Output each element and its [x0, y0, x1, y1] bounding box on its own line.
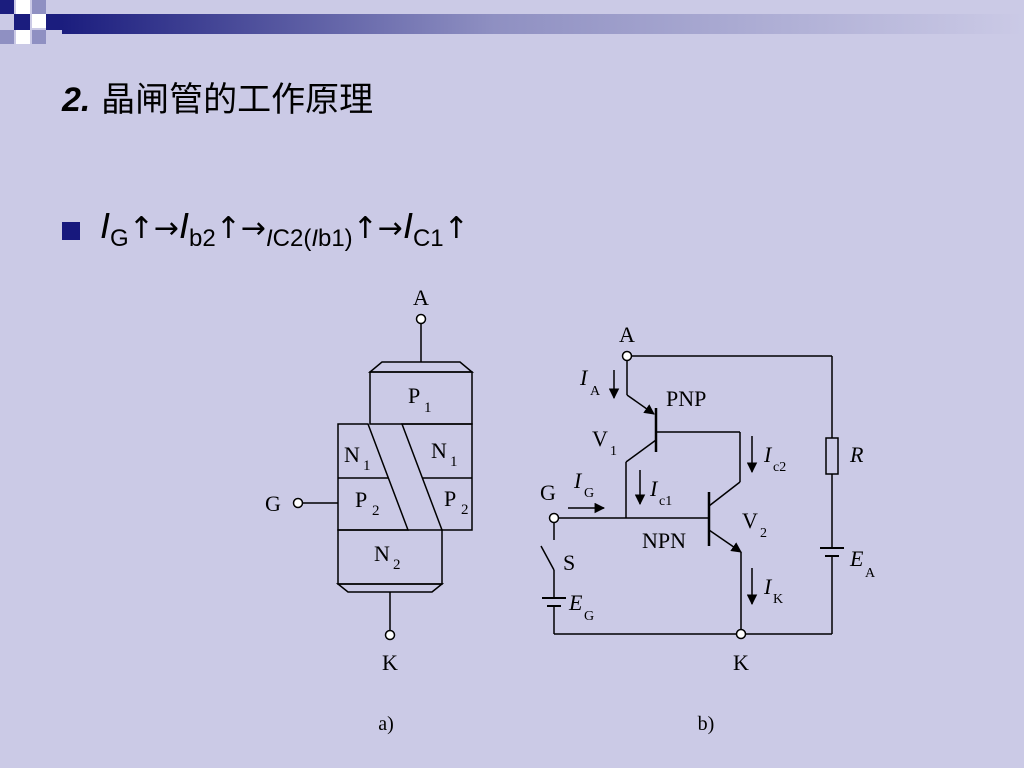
ic2-symbol: I: [265, 225, 273, 252]
cathode-terminal-k: [384, 629, 396, 641]
p1-cap: [367, 361, 475, 373]
diagram-a-structure: [292, 313, 475, 641]
label-ic1: I: [649, 476, 659, 501]
label-k-bottom: K: [382, 650, 398, 675]
ic2-subscript-post: b1): [317, 225, 353, 252]
ig-subscript: G: [110, 225, 129, 252]
ib1-symbol: I: [311, 225, 318, 252]
anode-terminal-a: [415, 313, 427, 325]
label-ig-sub: G: [584, 486, 594, 501]
label-p2-left-sub: 2: [372, 503, 380, 519]
label-s: S: [563, 550, 575, 575]
n2-region: [337, 529, 443, 585]
label-n1-left-sub: 1: [363, 458, 371, 474]
arrow-2: ↑→: [215, 211, 266, 246]
label-v2-sub: 2: [760, 526, 767, 541]
gate-node-g: [548, 512, 560, 524]
bullet-square-icon: [62, 222, 80, 240]
label-ig: I: [573, 468, 583, 493]
label-n1-left: N: [344, 442, 360, 467]
label-ia: I: [579, 365, 589, 390]
title-text: 晶闸管的工作原理: [101, 80, 374, 120]
label-v2: V: [742, 508, 758, 533]
slide-title: 2. 晶闸管的工作原理: [62, 72, 373, 121]
arrow-1: ↑→: [128, 211, 179, 246]
label-eg-sub: G: [584, 609, 594, 624]
label-n2-sub: 2: [393, 557, 401, 573]
anode-node-a: [621, 350, 633, 362]
label-ik: I: [763, 574, 773, 599]
label-ik-sub: K: [773, 592, 783, 607]
label-n2: N: [374, 541, 390, 566]
label-eg: E: [568, 590, 583, 615]
caption-b: b): [698, 713, 715, 735]
diagram-a-labels: A K G P 1 N 1 N 1 P 2 P 2 N 2 a): [265, 285, 469, 735]
label-pnp: PNP: [666, 386, 706, 411]
label-a-top: A: [413, 285, 429, 310]
ic2-subscript-pre: C2(: [272, 225, 312, 252]
trigger-formula: IG↑→Ib2↑→IC2(Ib1)↑→IC1↑: [100, 205, 469, 253]
label-npn: NPN: [642, 528, 686, 553]
cathode-node-k: [735, 628, 747, 640]
v2-collector-diag: [708, 481, 741, 507]
label-p2-right-sub: 2: [461, 502, 469, 518]
arrow-3: ↑→: [352, 211, 403, 246]
diagram-b-circuit: [540, 350, 844, 640]
arrow-4: ↑: [443, 211, 469, 246]
ic1-subscript: C1: [412, 225, 444, 252]
switch-s-blade: [540, 545, 555, 571]
label-p2-right: P: [444, 486, 456, 511]
v1-emitter-arrow: [626, 394, 655, 415]
label-p1: P: [408, 383, 420, 408]
gate-terminal-g: [292, 497, 304, 509]
label-n1-right-sub: 1: [450, 454, 458, 470]
label-g-left: G: [265, 491, 281, 516]
header-decoration: [0, 0, 1024, 44]
n2-cap: [335, 583, 445, 593]
diagram-b-labels: A K G I A PNP V 1 I c2 R I G I c1 V 2 NP…: [540, 322, 876, 735]
label-b-k: K: [733, 650, 749, 675]
title-number: 2.: [62, 81, 91, 119]
label-ea: E: [849, 546, 864, 571]
label-p1-sub: 1: [424, 400, 432, 416]
ib2-subscript: b2: [188, 225, 216, 252]
label-ia-sub: A: [590, 384, 601, 399]
resistor-r: [825, 437, 839, 475]
label-v1-sub: 1: [610, 444, 617, 459]
caption-a: a): [378, 713, 394, 735]
ib2-symbol: I: [178, 205, 189, 246]
label-ic2: I: [763, 442, 773, 467]
p1-region: [369, 371, 473, 425]
label-ic2-sub: c2: [773, 460, 786, 475]
label-b-g: G: [540, 480, 556, 505]
v2-emitter-arrow: [708, 529, 742, 553]
label-b-a: A: [619, 322, 635, 347]
label-ic1-sub: c1: [659, 494, 672, 509]
ic1-symbol: I: [402, 205, 413, 246]
label-r: R: [849, 442, 864, 467]
label-ea-sub: A: [865, 566, 876, 581]
ig-symbol: I: [100, 205, 111, 246]
v1-collector-diag: [625, 439, 657, 463]
label-n1-right: N: [431, 438, 447, 463]
n1p2-right-region: [400, 423, 473, 531]
label-v1: V: [592, 426, 608, 451]
label-p2-left: P: [355, 487, 367, 512]
